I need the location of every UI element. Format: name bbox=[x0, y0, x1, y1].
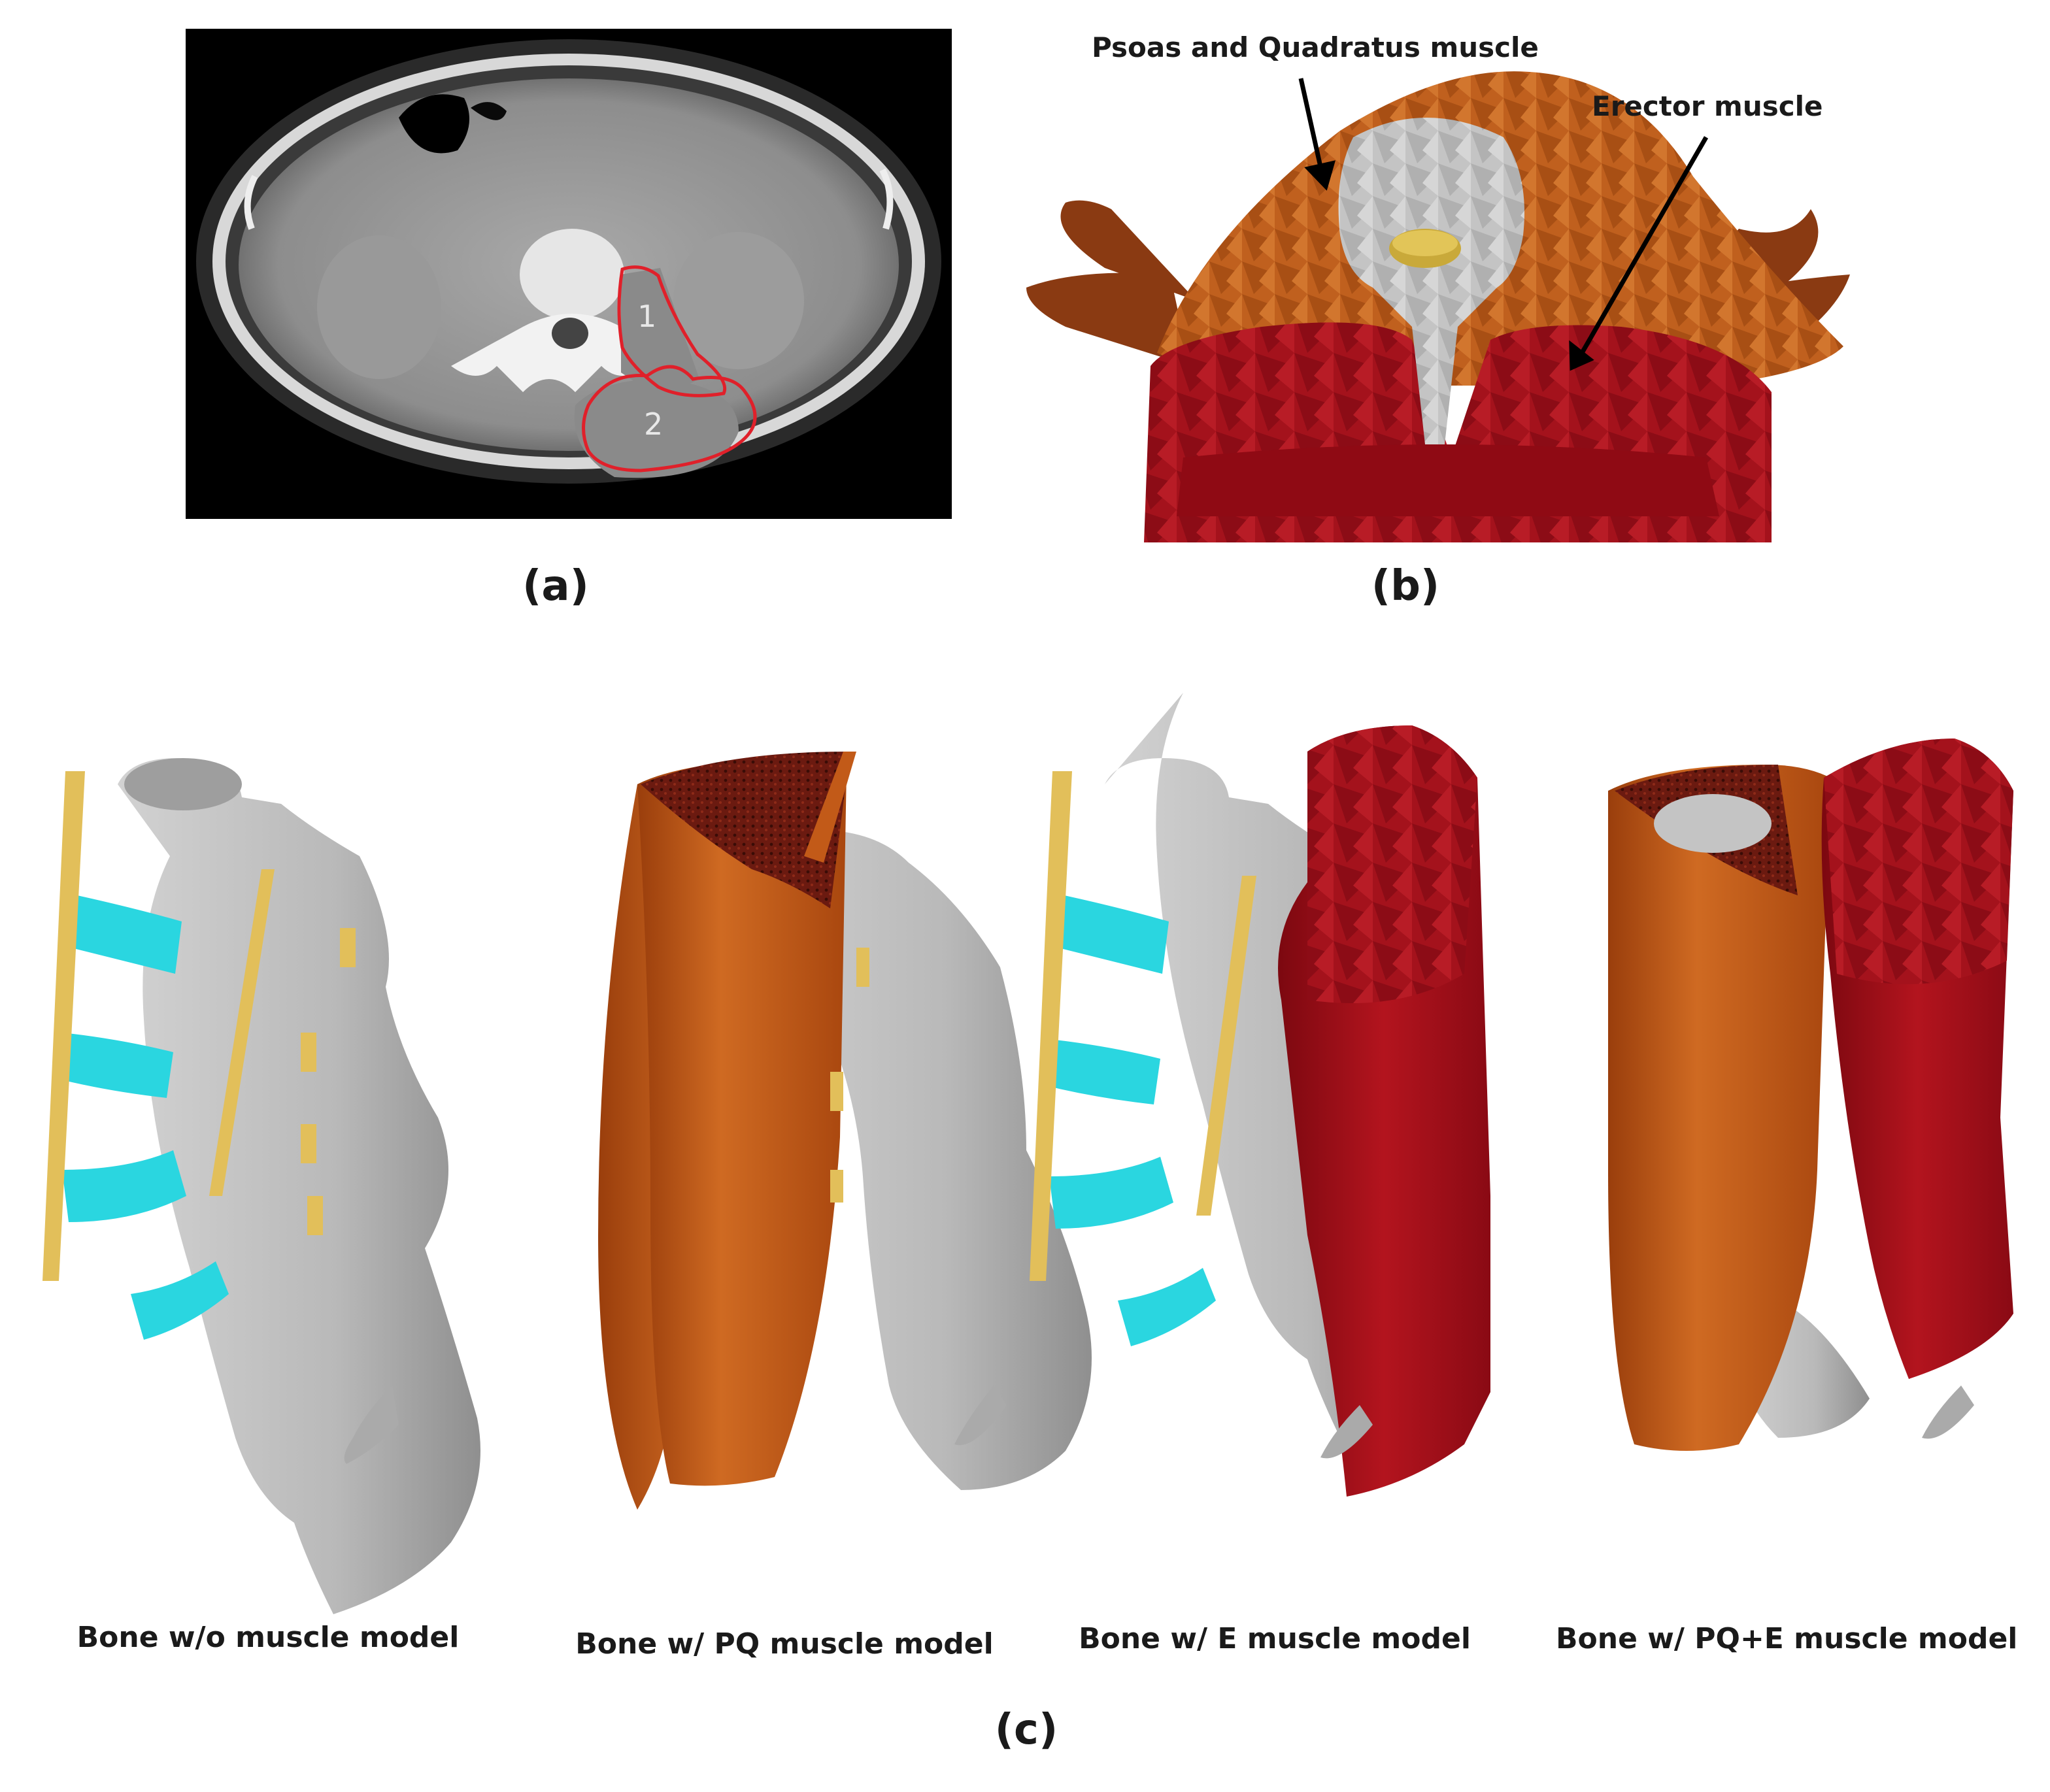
panel-label-c: (c) bbox=[994, 1706, 1058, 1754]
model-pq-erector-muscle bbox=[1608, 738, 2013, 1451]
caption-pq-erector-muscle: Bone w/ PQ+E muscle model bbox=[1556, 1622, 2018, 1655]
roi-label-2: 2 bbox=[644, 407, 663, 442]
caption-bone-only: Bone w/o muscle model bbox=[76, 1621, 460, 1654]
callout-psoas-quadratus: Psoas and Quadratus muscle bbox=[1092, 31, 1539, 63]
model-bone-only bbox=[42, 758, 480, 1614]
roi-label-1: 1 bbox=[637, 299, 656, 334]
ct-scan-image bbox=[186, 29, 952, 519]
callout-arrows bbox=[1298, 78, 1709, 371]
model-pq-muscle bbox=[598, 752, 1092, 1510]
axial-section-model bbox=[1026, 71, 1850, 542]
roi-outlines bbox=[582, 265, 757, 473]
panel-label-a: (a) bbox=[522, 562, 589, 610]
model-erector-muscle bbox=[1030, 693, 1490, 1497]
caption-erector-muscle: Bone w/ E muscle model bbox=[1079, 1622, 1471, 1655]
caption-pq-muscle: Bone w/ PQ muscle model bbox=[575, 1627, 994, 1661]
callout-erector: Erector muscle bbox=[1592, 90, 1823, 122]
panel-label-b: (b) bbox=[1371, 562, 1440, 610]
